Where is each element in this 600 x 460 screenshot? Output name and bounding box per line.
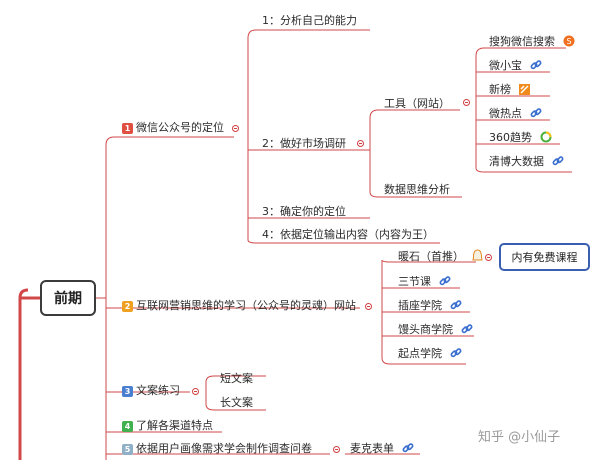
survey-tool-maike[interactable]: 麦克表单	[350, 442, 414, 457]
tool-item-label: 搜狗微信搜索	[489, 35, 555, 48]
tools-collapse-toggle[interactable]	[463, 99, 470, 106]
tool-item-label: 360趋势	[489, 131, 532, 144]
course-site-label: 馒头商学院	[398, 323, 453, 336]
branch-5-label: 依据用户画像需求学会制作调查问卷	[136, 442, 312, 455]
xinbang-logo-icon	[518, 84, 530, 98]
course-site-sanjieke[interactable]: 三节课	[398, 275, 451, 290]
link-icon[interactable]	[552, 155, 564, 170]
data-analysis-node[interactable]: 数据思维分析	[384, 183, 450, 196]
tool-item-label: 微热点	[489, 107, 522, 120]
link-icon[interactable]	[461, 323, 473, 338]
branch-1-collapse-toggle[interactable]	[232, 125, 239, 132]
market-research-collapse-toggle[interactable]	[357, 140, 364, 147]
branch-3-label: 文案练习	[136, 384, 180, 397]
zhihu-watermark: 知乎 @小仙子	[478, 430, 561, 445]
branch-1-label: 微信公众号的定位	[136, 121, 224, 134]
nuanshi-collapse-toggle[interactable]	[485, 254, 492, 261]
copywriting-short[interactable]: 短文案	[220, 372, 253, 385]
sogou-logo-icon: S	[563, 35, 575, 50]
branch-1-number-badge: 1	[122, 123, 133, 134]
tool-item-weiredian[interactable]: 微热点	[489, 107, 542, 122]
link-icon[interactable]	[530, 59, 542, 74]
course-site-label: 暖石（首推）	[398, 250, 464, 263]
branch-2-number-badge: 2	[122, 301, 133, 312]
b1-child-analyze-ability[interactable]: 1：分析自己的能力	[262, 14, 357, 27]
course-site-nuanshi[interactable]: 暖石（首推）	[398, 249, 483, 265]
nuanshi-logo-icon	[471, 249, 483, 265]
link-icon[interactable]	[450, 347, 462, 362]
free-course-label: 内有免费课程	[511, 251, 578, 264]
course-site-qidian[interactable]: 起点学院	[398, 347, 462, 362]
root-node-label: 前期	[54, 291, 82, 307]
tool-item-qingbo[interactable]: 清博大数据	[489, 155, 564, 170]
free-course-callout[interactable]: 内有免费课程	[499, 243, 590, 271]
branch-3-collapse-toggle[interactable]	[192, 388, 199, 395]
b1-child-market-research[interactable]: 2：做好市场调研	[262, 137, 346, 150]
branch-2-label: 互联网营销思维的学习（公众号的灵魂）网站	[136, 299, 356, 312]
course-site-chazuo[interactable]: 插座学院	[398, 299, 462, 314]
branch-4-number-badge: 4	[122, 421, 133, 432]
svg-text:S: S	[566, 37, 571, 46]
branch-4-label: 了解各渠道特点	[136, 419, 213, 432]
link-icon[interactable]	[439, 275, 451, 290]
root-node[interactable]: 前期	[40, 280, 96, 316]
tool-item-label: 新榜	[489, 83, 511, 96]
link-icon[interactable]	[530, 107, 542, 122]
b1-child-positioning[interactable]: 3：确定你的定位	[262, 205, 346, 218]
course-site-label: 三节课	[398, 275, 431, 288]
copywriting-long[interactable]: 长文案	[220, 396, 253, 409]
link-icon[interactable]	[402, 442, 414, 457]
tool-item-label: 清博大数据	[489, 155, 544, 168]
link-icon[interactable]	[450, 299, 462, 314]
tool-item-xinbang[interactable]: 新榜	[489, 83, 530, 98]
branch-2-collapse-toggle[interactable]	[365, 303, 372, 310]
tool-item-360-trend[interactable]: 360趋势	[489, 131, 552, 146]
tool-item-label: 微小宝	[489, 59, 522, 72]
branch-3-number-badge: 3	[122, 386, 133, 397]
course-site-mantou[interactable]: 馒头商学院	[398, 323, 473, 338]
360-trend-logo-icon	[540, 131, 552, 146]
tool-item-weixiaobao[interactable]: 微小宝	[489, 59, 542, 74]
tools-websites-node[interactable]: 工具（网站）	[384, 97, 450, 110]
branch-5-number-badge: 5	[122, 444, 133, 455]
b1-child-content-output[interactable]: 4：依据定位输出内容（内容为王）	[262, 228, 434, 241]
tool-item-sogou[interactable]: 搜狗微信搜索 S	[489, 35, 575, 50]
branch-5-collapse-toggle[interactable]	[333, 446, 340, 453]
survey-tool-label: 麦克表单	[350, 442, 394, 455]
course-site-label: 插座学院	[398, 299, 442, 312]
course-site-label: 起点学院	[398, 347, 442, 360]
